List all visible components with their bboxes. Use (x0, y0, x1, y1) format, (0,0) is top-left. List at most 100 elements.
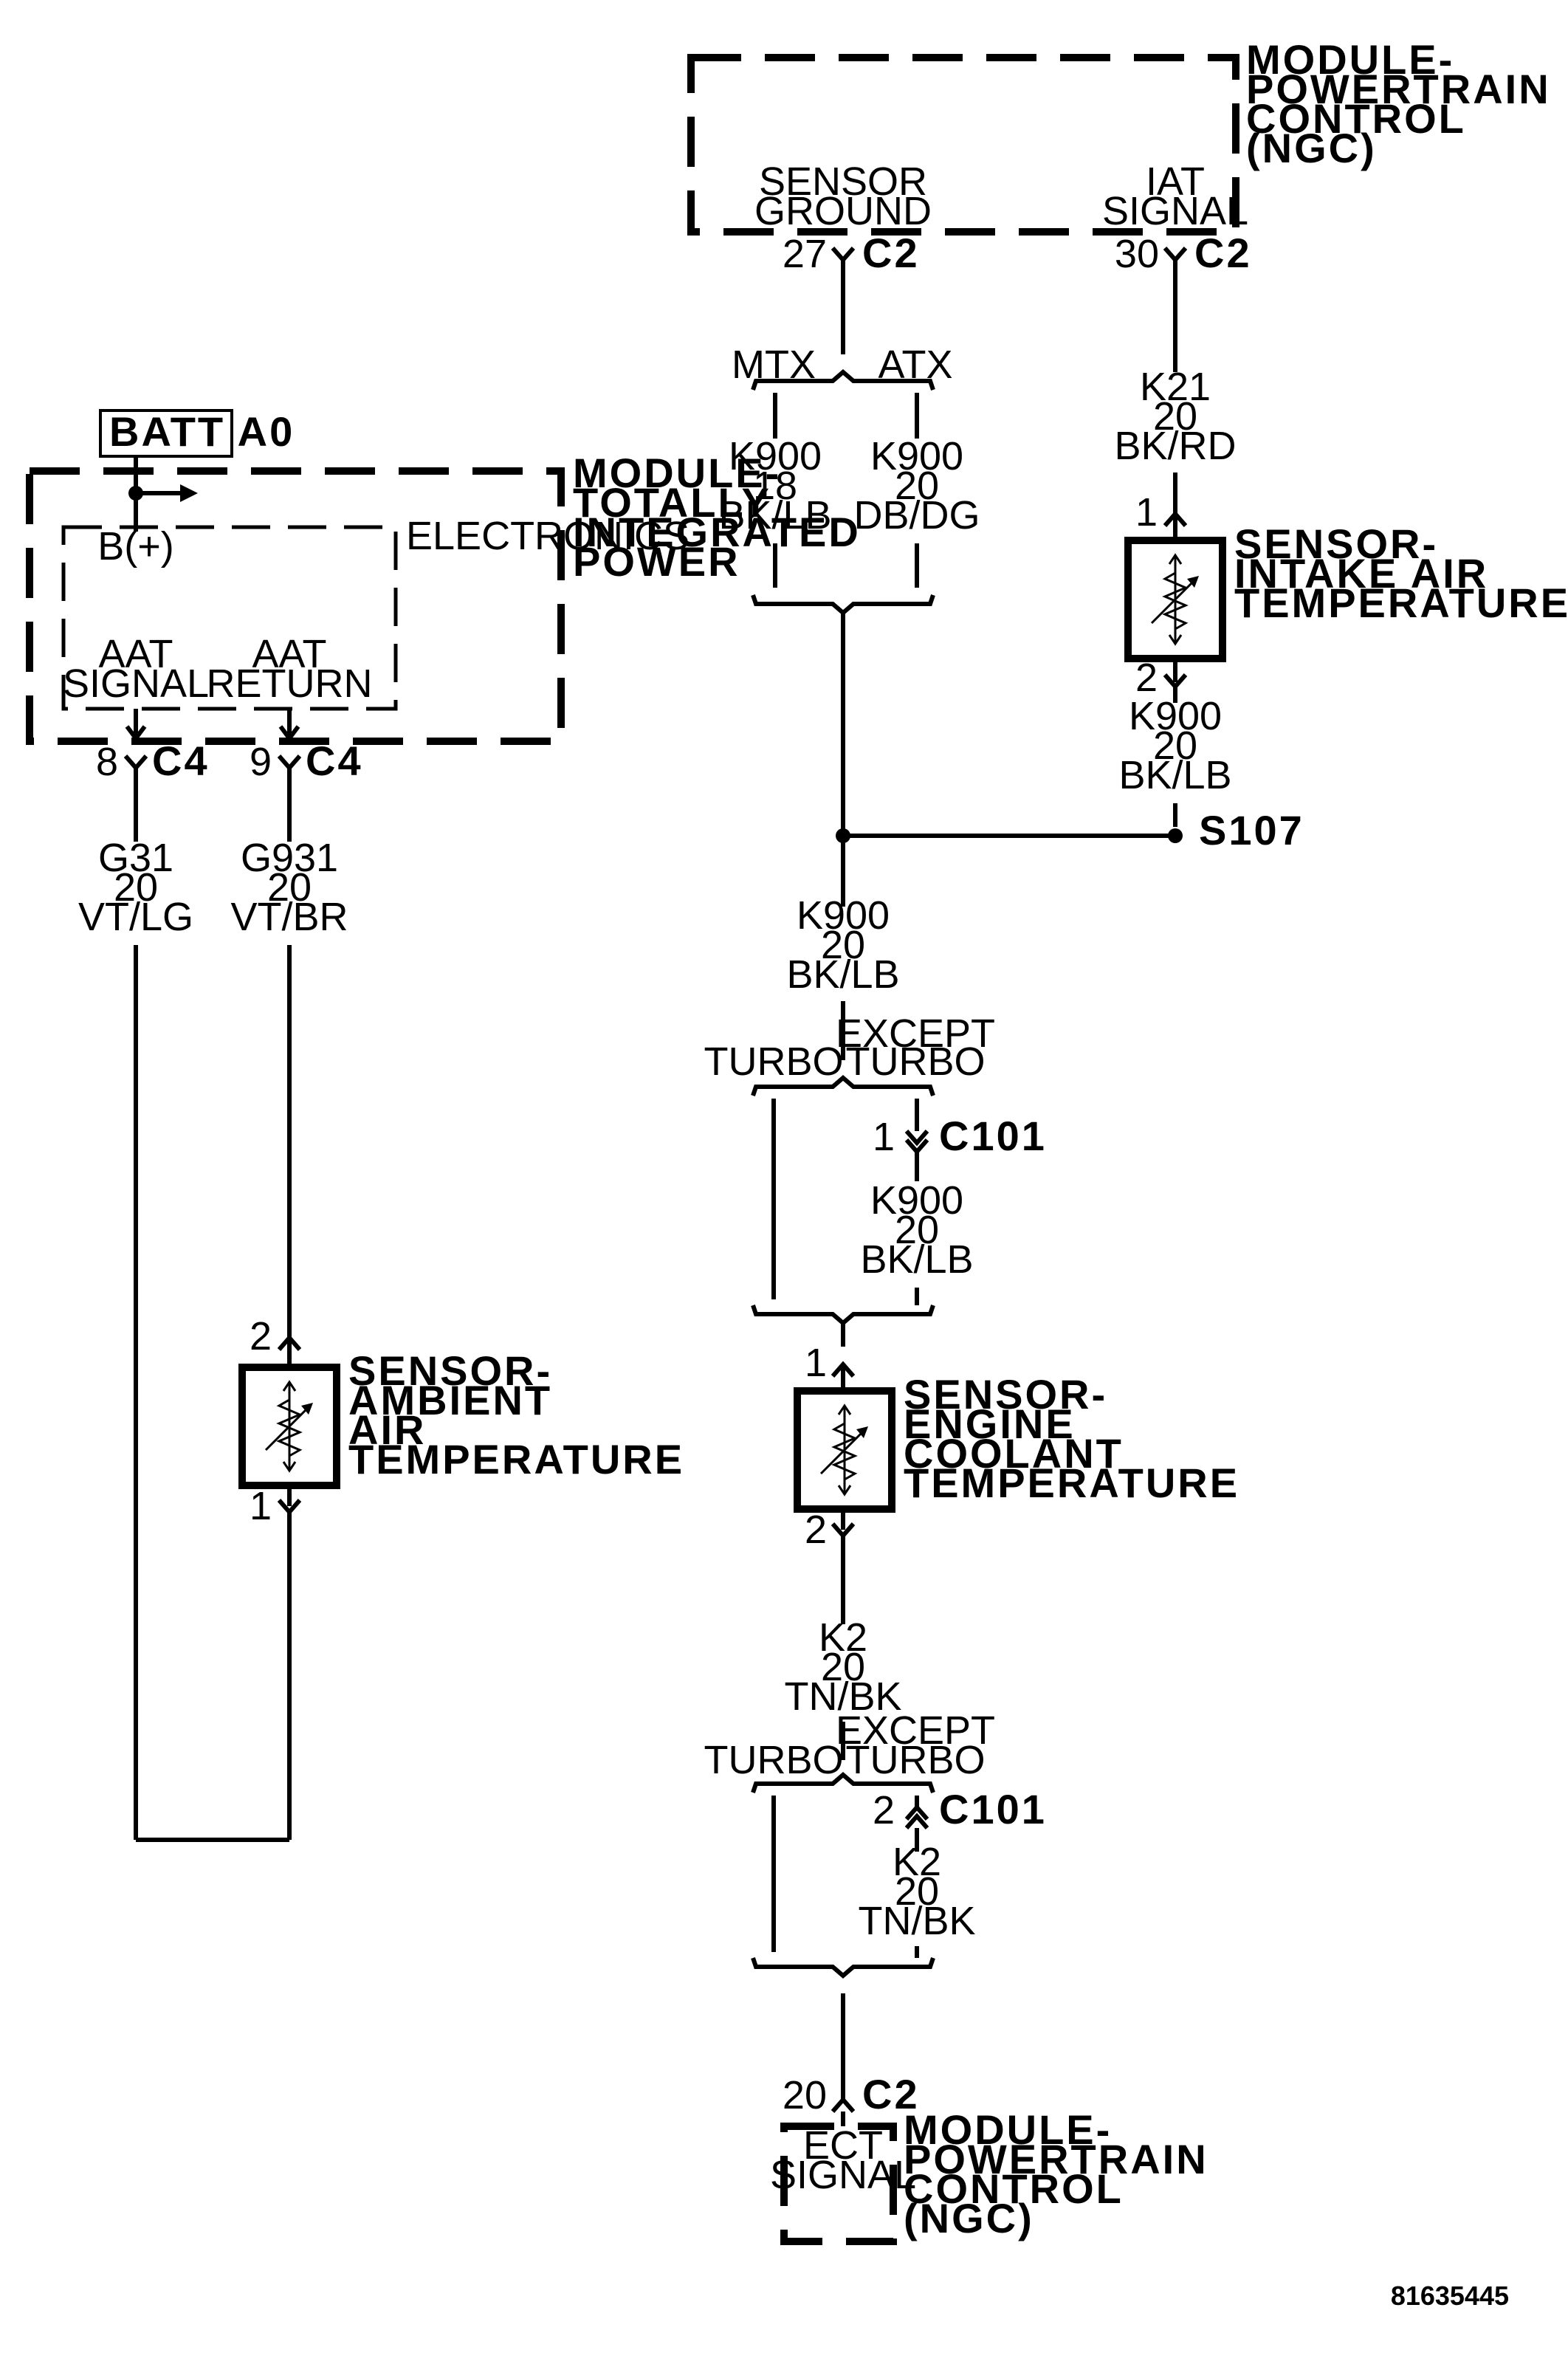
pcm-bottom-label-4: (NGC) (904, 2195, 1034, 2241)
c2-30-pin: 30 (1115, 232, 1159, 276)
option-except-turbo-2a: EXCEPT (836, 1708, 995, 1753)
bplus-label: B(+) (97, 524, 174, 568)
wire-label-k900-main: K900 20 BK/LB (786, 893, 899, 997)
aat-label-1: SENSOR- (348, 1347, 552, 1394)
tipm-label-1: MODULE- (573, 450, 781, 496)
k2-except-color: TN/BK (858, 1899, 975, 1943)
ect-label-3: COOLANT (904, 1430, 1124, 1477)
ect-label-4: TEMPERATURE (904, 1460, 1239, 1506)
k900-iat-code: K900 (1129, 694, 1222, 738)
aat-pin-bottom: 1 (250, 1484, 272, 1528)
pcm-pin-sensor-ground-2: GROUND (754, 189, 932, 233)
option-turbo-1: TURBO (704, 1040, 844, 1084)
connector-c2-20: 20 C2 (783, 2071, 918, 2117)
g931-code: G931 (241, 836, 338, 880)
c4-9-pin: 9 (250, 740, 272, 784)
tipm-pin-aat-return-1: AAT (252, 632, 326, 676)
pcm-bottom-label-2: POWERTRAIN (904, 2136, 1208, 2182)
k900-atx-color: DB/DG (853, 493, 980, 537)
iat-pin1-terminal (1163, 510, 1188, 527)
k2-except-code: K2 (893, 1840, 941, 1884)
wire-label-g931: G931 20 VT/BR (230, 836, 348, 939)
pcm-top-label-2: POWERTRAIN (1246, 66, 1551, 112)
tipm-pin-aat-return-2: RETURN (207, 662, 373, 706)
tipm-label-2: TOTALLY (573, 479, 771, 526)
k21-gauge: 20 (1153, 394, 1197, 439)
g31-color: VT/LG (78, 895, 193, 939)
aat-pin1-terminal (277, 1499, 302, 1516)
c4-9-name: C4 (306, 738, 363, 784)
wire-label-k2-except: K2 20 TN/BK (858, 1840, 975, 1943)
tipm-pin-aat-signal-2: SIGNAL (63, 662, 209, 706)
option-atx: ATX (878, 343, 952, 387)
k21-color: BK/RD (1114, 424, 1236, 468)
wire-label-k900-except: K900 20 BK/LB (860, 1178, 973, 1282)
pcm-module-bottom: ECT SIGNAL MODULE- POWERTRAIN CONTROL (N… (770, 2106, 1208, 2245)
batt-a0-label: BATT A0 (109, 408, 295, 455)
k900-except-color: BK/LB (860, 1237, 973, 1282)
connector-c101-1: 1 C101 (873, 1113, 1047, 1159)
splice-s107-label: S107 (1199, 807, 1304, 853)
c101-2-pin: 2 (873, 1788, 895, 1832)
wire-label-k21: K21 20 BK/RD (1114, 365, 1236, 468)
iat-label-1: SENSOR- (1234, 520, 1438, 567)
iat-label-2: INTAKE AIR (1234, 550, 1488, 597)
option-split-turbo-1 (751, 1075, 935, 1096)
connector-c2-30: 30 C2 (1115, 230, 1252, 276)
electronics-label: ELECTRONICS (406, 514, 690, 558)
option-turbo-2: TURBO (704, 1738, 844, 1782)
aat-pin-top: 2 (250, 1314, 272, 1358)
aat-signal-arrow (125, 725, 147, 742)
option-merge-mtx-atx (751, 594, 935, 616)
g931-gauge: 20 (267, 865, 312, 910)
pcm-top-label-3: CONTROL (1246, 95, 1466, 142)
figure-id: 81635445 (1391, 2281, 1509, 2311)
wire-label-k2-main: K2 20 TN/BK (784, 1615, 901, 1719)
aat-label-4: TEMPERATURE (348, 1436, 684, 1482)
g31-code: G31 (98, 836, 173, 880)
wire-label-g31: G31 20 VT/LG (78, 836, 193, 939)
option-except-turbo-2b: TURBO (846, 1738, 986, 1782)
option-split-turbo-2 (751, 1772, 935, 1793)
sensor-iat: SENSOR- INTAKE AIR TEMPERATURE (1124, 520, 1568, 662)
iat-pin-top: 1 (1135, 490, 1158, 535)
splice-s107-dot (1168, 828, 1183, 843)
pcm-bottom-label-1: MODULE- (904, 2106, 1112, 2153)
wire-label-k900-iat: K900 20 BK/LB (1118, 694, 1231, 797)
k900-main-color: BK/LB (786, 952, 899, 997)
wire-label-k900-atx: K900 20 DB/DG (853, 434, 980, 537)
k21-code: K21 (1140, 365, 1211, 409)
iat-pin-bottom: 2 (1135, 656, 1158, 700)
batt-a0-box: BATT A0 (99, 408, 295, 458)
k2-main-code: K2 (819, 1615, 867, 1660)
c2-30-name: C2 (1194, 230, 1252, 276)
aat-return-arrow (278, 725, 300, 742)
k900-mtx-color: BK/LB (718, 493, 831, 537)
option-except-turbo-1a: EXCEPT (836, 1011, 995, 1056)
k900-iat-gauge: 20 (1153, 724, 1197, 768)
k900-except-code: K900 (870, 1178, 963, 1223)
pcm-bottom-label-3: CONTROL (904, 2165, 1124, 2212)
electronics-box (61, 525, 398, 711)
c2-20-pin: 20 (783, 2073, 827, 2117)
wire-label-k900-mtx: K900 18 BK/LB (718, 434, 831, 537)
batt-arrow-head (180, 484, 198, 502)
k900-except-gauge: 20 (895, 1208, 939, 1252)
connector-c4-8: 8 C4 (96, 738, 210, 784)
c4-8-name: C4 (152, 738, 210, 784)
aat-label-2: AMBIENT (348, 1377, 552, 1423)
aat-label-3: AIR (348, 1406, 426, 1453)
tipm-pin-aat-signal-1: AAT (98, 632, 173, 676)
c4-8-pin: 8 (96, 740, 118, 784)
pcm-pin-sensor-ground-1: SENSOR (759, 159, 927, 204)
pcm-pin-ect-signal-1: ECT (803, 2123, 883, 2168)
k900-iat-color: BK/LB (1118, 753, 1231, 797)
ect-pin-top: 1 (805, 1341, 827, 1385)
connector-c2-27: 27 C2 (783, 230, 918, 276)
c101-1-name: C101 (939, 1113, 1047, 1159)
pcm-top-label-1: MODULE- (1246, 36, 1454, 83)
connector-c101-2: 2 C101 (873, 1786, 1045, 1832)
option-split-mtx-atx (751, 369, 935, 391)
k900-atx-gauge: 20 (895, 464, 939, 508)
connector-c4-9: 9 C4 (250, 738, 363, 784)
